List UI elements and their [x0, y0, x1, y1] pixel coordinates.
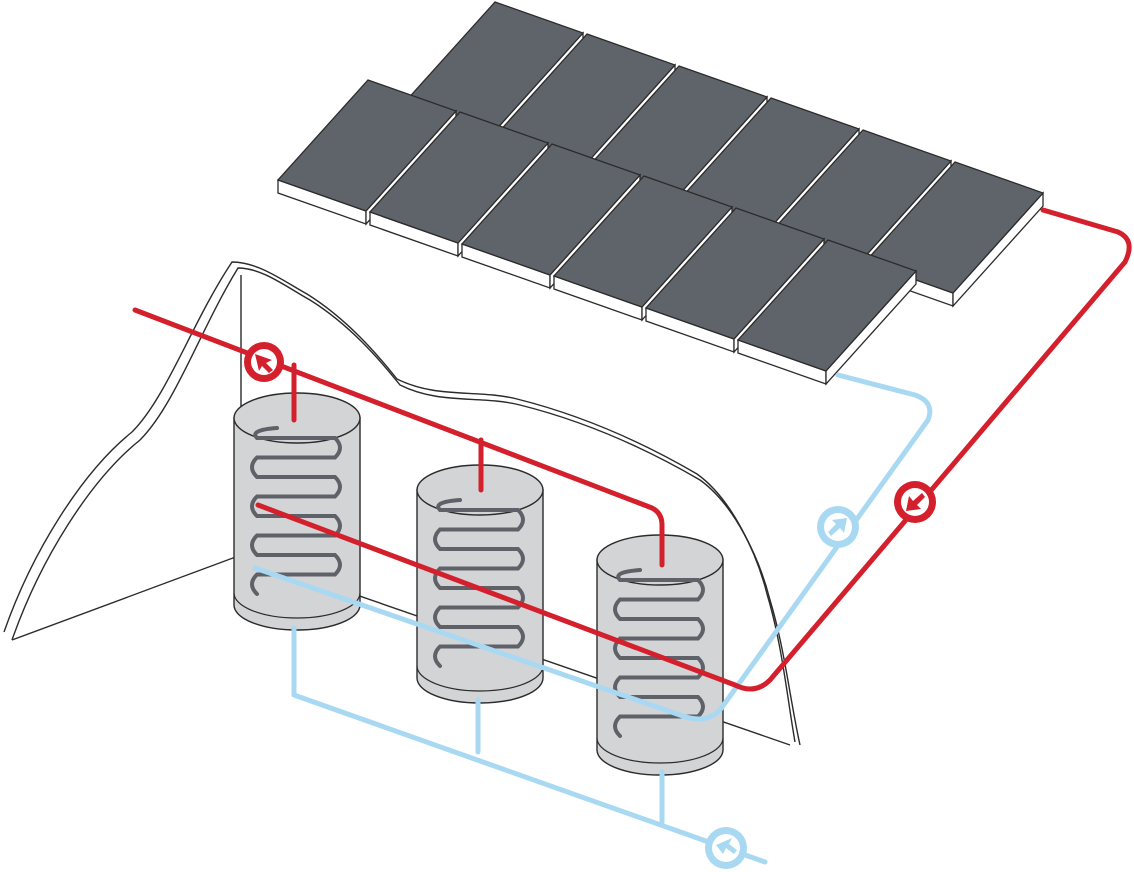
hot-supply-piping: [132, 207, 1132, 692]
solar-collector-array: [276, 1, 1045, 386]
heating-coil-2: [433, 498, 525, 668]
inlet-pump-icon: [705, 827, 747, 869]
cold-return-piping: [252, 372, 933, 865]
collector-pump-icon: [894, 481, 936, 523]
cold-header-lower: [291, 692, 768, 865]
heating-coil-3: [613, 568, 705, 738]
cold-header-upper: [252, 565, 723, 722]
heating-coil-1: [250, 426, 342, 596]
hot-main-line: [132, 307, 665, 568]
hot-pump-icon: [244, 342, 284, 382]
storage-tank-1: [233, 392, 361, 631]
storage-tank-2: [416, 464, 544, 704]
collector-hot-line: [255, 207, 1132, 692]
cold-pump-icon: [817, 506, 859, 548]
solar-panel-12: [736, 239, 918, 386]
collector-cold-line: [717, 372, 933, 713]
